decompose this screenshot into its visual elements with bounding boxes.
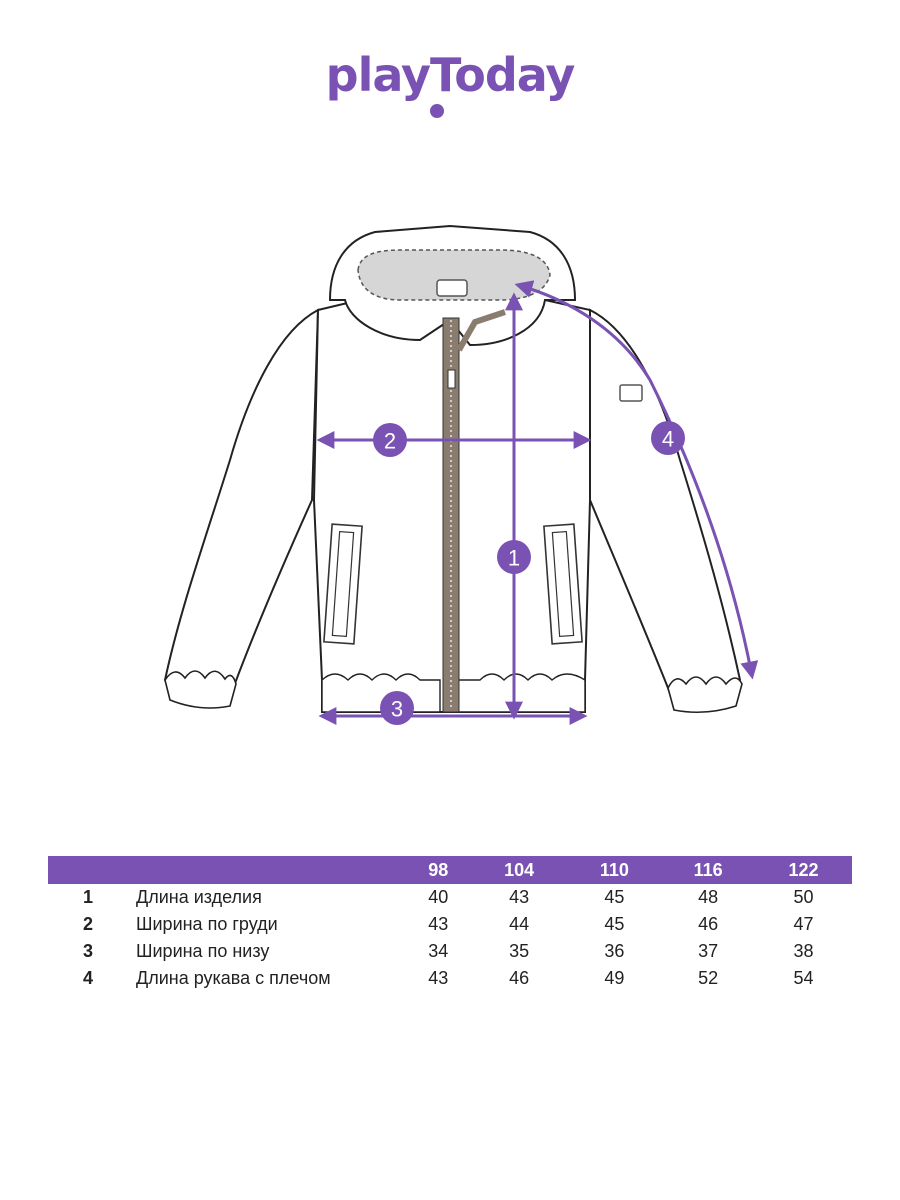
row-label: Ширина по низу xyxy=(136,941,270,961)
row-value: 49 xyxy=(604,968,625,988)
marker-badge-1-label: 1 xyxy=(508,546,520,571)
row-number: 3 xyxy=(82,941,93,961)
size-table: 98 104 110 116 122 1 Длина изделия 40 43… xyxy=(48,856,852,992)
row-value: 50 xyxy=(793,887,814,907)
measure-line-4 xyxy=(514,280,759,680)
row-number: 2 xyxy=(82,914,93,934)
size-header: 116 xyxy=(693,859,723,880)
right-cuff xyxy=(667,676,743,714)
row-value: 43 xyxy=(428,968,449,988)
left-cuff xyxy=(164,670,237,709)
row-value: 34 xyxy=(428,941,449,961)
header-empty-label xyxy=(128,856,406,884)
marker-badge-1: 1 xyxy=(497,540,531,574)
row-value: 48 xyxy=(698,887,719,907)
marker-badge-4: 4 xyxy=(651,421,685,455)
row-value: 36 xyxy=(604,941,625,961)
right-sleeve xyxy=(589,308,742,710)
row-label: Длина рукава с плечом xyxy=(136,968,331,988)
row-value: 43 xyxy=(428,914,449,934)
hood-lining xyxy=(357,249,551,301)
marker-badge-2: 2 xyxy=(373,423,407,457)
row-value: 43 xyxy=(509,887,530,907)
brand-logo: playToday xyxy=(325,48,576,102)
collar-zipper xyxy=(456,309,506,352)
marker-badge-3-label: 3 xyxy=(391,697,403,722)
row-value: 37 xyxy=(698,941,719,961)
size-header: 98 xyxy=(428,859,449,880)
table-row: 3 Ширина по низу 34 35 36 37 38 xyxy=(48,938,852,965)
left-pocket-opening xyxy=(331,530,355,638)
row-value: 46 xyxy=(698,914,719,934)
marker-badge-2-label: 2 xyxy=(384,429,396,454)
row-label: Длина изделия xyxy=(136,887,262,907)
size-header: 122 xyxy=(788,859,819,880)
row-value: 35 xyxy=(509,941,530,961)
row-value: 45 xyxy=(604,887,625,907)
hood-tag xyxy=(436,279,468,297)
zipper-pull xyxy=(447,369,456,389)
table-row: 2 Ширина по груди 43 44 45 46 47 xyxy=(48,911,852,938)
jacket-diagram: 1 2 3 4 xyxy=(163,224,759,725)
row-value: 38 xyxy=(793,941,814,961)
row-value: 46 xyxy=(509,968,530,988)
header-empty-num xyxy=(48,856,128,884)
brand-logo-dot xyxy=(430,104,444,118)
size-table-header: 98 104 110 116 122 xyxy=(48,856,852,884)
row-value: 40 xyxy=(428,887,449,907)
row-value: 45 xyxy=(604,914,625,934)
row-value: 52 xyxy=(698,968,719,988)
marker-badge-4-label: 4 xyxy=(662,427,674,452)
table-row: 1 Длина изделия 40 43 45 48 50 xyxy=(48,884,852,911)
marker-badge-3: 3 xyxy=(380,691,414,725)
left-sleeve xyxy=(163,308,320,707)
row-label: Ширина по груди xyxy=(136,914,278,934)
row-number: 4 xyxy=(82,968,93,988)
row-number: 1 xyxy=(82,887,93,907)
size-header: 110 xyxy=(599,859,629,880)
row-value: 54 xyxy=(793,968,814,988)
sleeve-patch xyxy=(619,384,643,402)
row-value: 47 xyxy=(793,914,814,934)
size-header: 104 xyxy=(504,859,535,880)
table-row: 4 Длина рукава с плечом 43 46 49 52 54 xyxy=(48,965,852,992)
row-value: 44 xyxy=(509,914,530,934)
